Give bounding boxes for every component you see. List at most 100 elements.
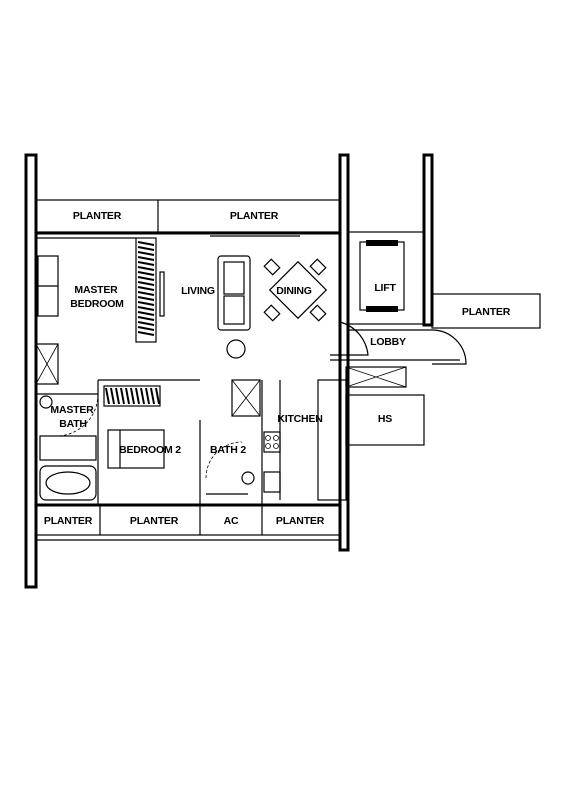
hanger bbox=[140, 387, 145, 405]
master-cabinet-x2 bbox=[35, 343, 59, 385]
hanger bbox=[137, 261, 155, 266]
master-bath bbox=[36, 380, 99, 505]
lobby-door-swing-right bbox=[431, 329, 467, 365]
hanger bbox=[137, 301, 155, 306]
hanger bbox=[137, 241, 155, 246]
hanger bbox=[125, 387, 130, 405]
lift-car bbox=[359, 241, 405, 311]
dining-table bbox=[268, 260, 328, 320]
label-lift: LIFT bbox=[374, 282, 396, 294]
label-master-bath-1: MASTER bbox=[50, 404, 94, 416]
label-master-bath-2: BATH bbox=[59, 418, 87, 430]
hanger bbox=[137, 291, 155, 296]
right-column-wall bbox=[338, 153, 350, 552]
master-bedroom bbox=[35, 237, 165, 385]
hanger bbox=[137, 321, 155, 326]
hanger bbox=[137, 316, 155, 321]
master-bath-door-swing bbox=[57, 393, 99, 437]
hanger bbox=[120, 387, 125, 405]
label-planter-bottom-1: PLANTER bbox=[44, 515, 93, 527]
hanger bbox=[110, 387, 115, 405]
right-planter bbox=[431, 293, 541, 329]
cabinet-cross-2 bbox=[345, 366, 407, 388]
hanger bbox=[137, 271, 155, 276]
master-bath-wc bbox=[39, 395, 53, 409]
room-labels: PLANTER PLANTER PLANTER MASTER BEDROOM L… bbox=[44, 210, 511, 527]
lift-door-top bbox=[366, 240, 398, 246]
bath2-shower bbox=[231, 379, 261, 417]
bedroom2-hangers bbox=[105, 387, 160, 405]
master-bath-tub-basin bbox=[45, 471, 91, 495]
lift-enclosure bbox=[347, 231, 425, 325]
label-kitchen: KITCHEN bbox=[277, 413, 322, 425]
hanger bbox=[115, 387, 120, 405]
master-wardrobe bbox=[135, 237, 157, 343]
bath2-shower-x2 bbox=[231, 379, 261, 417]
bath2-wc bbox=[241, 471, 255, 485]
hanger bbox=[130, 387, 135, 405]
hanger bbox=[137, 311, 155, 316]
hanger bbox=[137, 281, 155, 286]
outer-walls bbox=[24, 153, 541, 589]
kitchen-right-partition bbox=[317, 379, 347, 501]
hanger bbox=[137, 306, 155, 311]
hanger bbox=[155, 387, 160, 405]
hanger bbox=[137, 266, 155, 271]
label-planter-top-left: PLANTER bbox=[73, 210, 122, 222]
label-planter-right: PLANTER bbox=[462, 306, 511, 318]
hanger bbox=[137, 276, 155, 281]
sofa-cushion-1 bbox=[223, 261, 245, 295]
label-bath-2: BATH 2 bbox=[210, 444, 246, 456]
hanger bbox=[137, 286, 155, 291]
kitchen-sink bbox=[263, 471, 281, 493]
lobby-area bbox=[317, 321, 467, 501]
hanger bbox=[137, 246, 155, 251]
hob-burner-4 bbox=[273, 443, 279, 449]
dining-chair-3 bbox=[263, 304, 281, 322]
hob-burner-3 bbox=[265, 443, 271, 449]
label-hs: HS bbox=[378, 413, 392, 425]
hanger bbox=[137, 296, 155, 301]
dining-chair-4 bbox=[309, 304, 327, 322]
hanger bbox=[150, 387, 155, 405]
bath2-door-swing bbox=[205, 441, 243, 479]
sofa bbox=[217, 255, 251, 331]
lobby-door-swing-left bbox=[330, 321, 369, 356]
dining-chair-2 bbox=[309, 258, 327, 276]
bedroom2-wardrobe bbox=[103, 385, 161, 407]
label-master-bedroom-1: MASTER bbox=[74, 284, 118, 296]
master-cabinet bbox=[35, 343, 59, 385]
label-ac: AC bbox=[224, 515, 239, 527]
hanger bbox=[105, 387, 110, 405]
hanger bbox=[137, 331, 155, 336]
hanger bbox=[137, 251, 155, 256]
master-bath-vanity bbox=[39, 435, 97, 461]
bedroom-2 bbox=[98, 379, 201, 505]
label-planter-bottom-3: PLANTER bbox=[276, 515, 325, 527]
lift-shaft-wall bbox=[422, 153, 434, 327]
living-dining bbox=[210, 235, 328, 359]
label-planter-bottom-2: PLANTER bbox=[130, 515, 179, 527]
bath2-kitchen bbox=[205, 379, 281, 505]
living-tv-console bbox=[159, 271, 165, 317]
bottom-planter-band bbox=[35, 504, 341, 536]
lift-door-bottom bbox=[366, 306, 398, 312]
master-bath-tub bbox=[39, 465, 97, 501]
hanger bbox=[137, 326, 155, 331]
label-bedroom-2: BEDROOM 2 bbox=[119, 444, 181, 456]
hanger bbox=[145, 387, 150, 405]
label-master-bedroom-2: BEDROOM bbox=[70, 298, 124, 310]
sofa-cushion-2 bbox=[223, 295, 245, 325]
label-lobby: LOBBY bbox=[370, 336, 406, 348]
kitchen-hob bbox=[263, 431, 281, 453]
dining-chair-1 bbox=[263, 258, 281, 276]
left-column-wall bbox=[24, 153, 38, 589]
hanger bbox=[135, 387, 140, 405]
hob-burner-1 bbox=[265, 435, 271, 441]
label-dining: DINING bbox=[276, 285, 312, 297]
label-living: LIVING bbox=[181, 285, 215, 297]
service-cabinet bbox=[345, 366, 407, 388]
bedroom2-bed bbox=[107, 429, 165, 469]
label-planter-top-right: PLANTER bbox=[230, 210, 279, 222]
